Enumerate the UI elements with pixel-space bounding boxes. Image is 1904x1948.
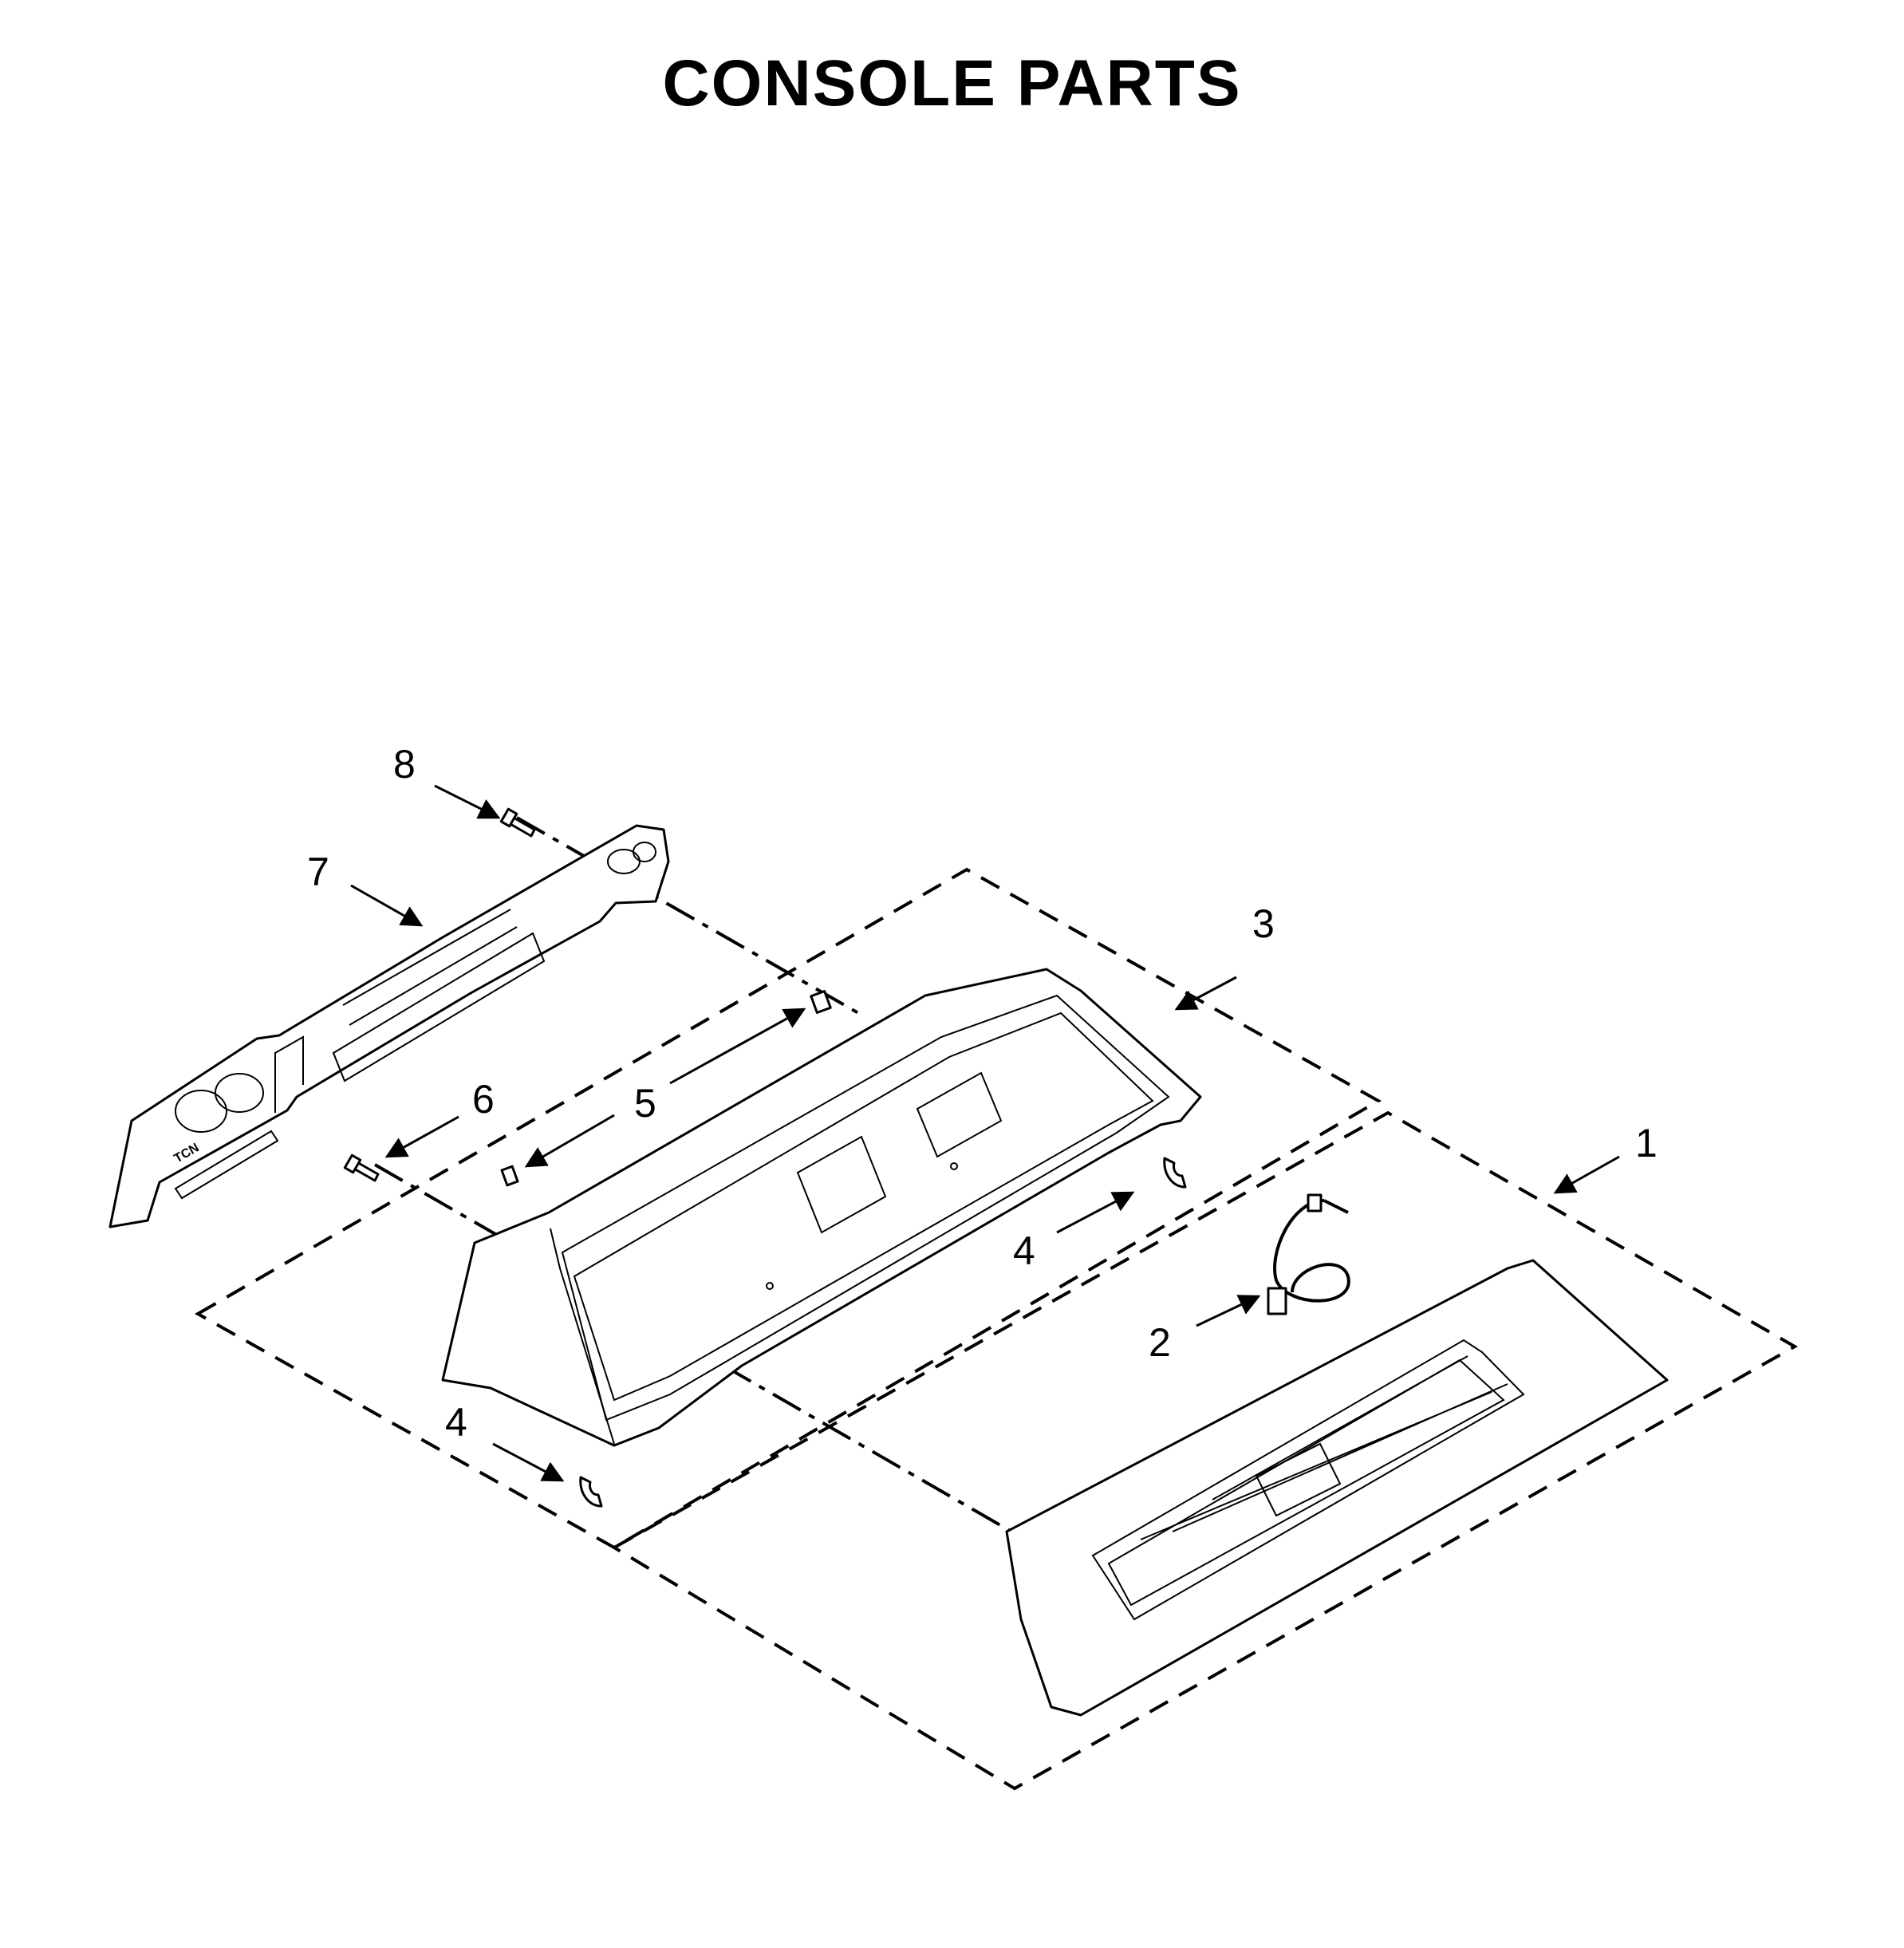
leader-arrow-5a <box>669 1008 806 1085</box>
rear-console-panel: TCN <box>108 824 670 1228</box>
callout-1: 1 <box>1635 1121 1658 1165</box>
screw-8-alignment-line <box>516 816 866 1019</box>
wire-harness <box>1267 1193 1350 1315</box>
callout-4-lower: 4 <box>445 1400 467 1445</box>
leader-arrow-6 <box>384 1115 459 1158</box>
clip-lower <box>579 1476 603 1508</box>
screw-8 <box>499 807 536 838</box>
callout-8: 8 <box>393 742 416 787</box>
leader-arrow-4b <box>492 1442 565 1482</box>
callout-3: 3 <box>1252 901 1275 946</box>
clip-upper <box>1163 1157 1187 1189</box>
assembly-box-3 <box>194 867 1382 1550</box>
clip-nut-lower <box>500 1165 519 1187</box>
leader-arrow-2 <box>1196 1295 1261 1327</box>
clip-nut-upper <box>810 990 832 1014</box>
assembly-box-1 <box>611 1110 1799 1791</box>
leader-arrow-3 <box>1174 976 1237 1011</box>
leader-arrow-4a <box>1056 1191 1135 1234</box>
screw-6 <box>343 1153 380 1182</box>
leader-arrow-1 <box>1553 1155 1620 1194</box>
console-housing <box>441 968 1202 1447</box>
callout-4-upper: 4 <box>1013 1228 1035 1273</box>
callout-6: 6 <box>472 1077 495 1122</box>
callout-7: 7 <box>307 850 329 894</box>
leader-arrow-8 <box>434 784 501 819</box>
leader-arrow-7 <box>350 884 424 927</box>
leader-arrow-5b <box>524 1114 615 1168</box>
page-title: CONSOLE PARTS <box>662 47 1242 120</box>
callout-2: 2 <box>1149 1320 1171 1365</box>
callout-5: 5 <box>634 1081 656 1126</box>
front-control-panel <box>1005 1259 1669 1717</box>
